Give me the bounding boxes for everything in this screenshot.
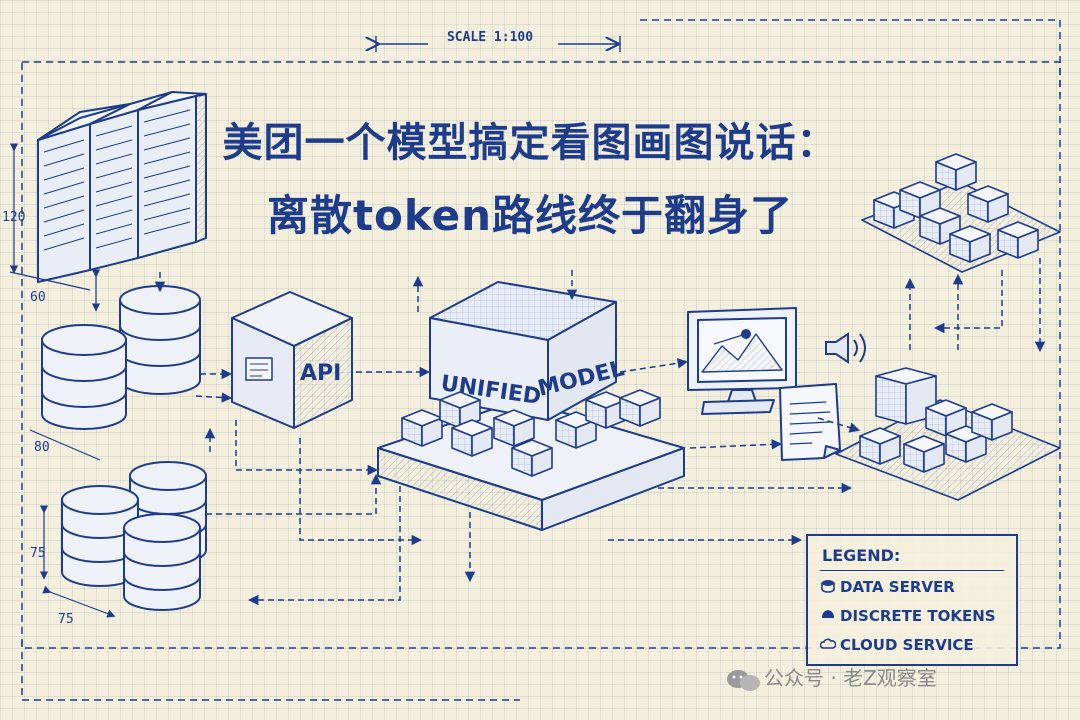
legend-box: LEGEND: DATA SERVER DISCRETE TOKENS CLOU… bbox=[806, 534, 1018, 666]
cloud-icon bbox=[819, 637, 840, 655]
dimension-db2-height: 75 bbox=[30, 546, 46, 561]
scale-bar bbox=[376, 36, 621, 52]
legend-label-cloud-service: CLOUD SERVICE bbox=[840, 636, 974, 654]
token-cubes-right bbox=[835, 367, 1061, 501]
legend-label-data-server: DATA SERVER bbox=[840, 578, 955, 596]
token-icon bbox=[820, 608, 840, 626]
token-cubes-top-right bbox=[861, 153, 1061, 273]
database-dimension-lines bbox=[29, 429, 116, 618]
legend-label-discrete-tokens: DISCRETE TOKENS bbox=[840, 607, 996, 625]
wechat-icon bbox=[724, 668, 764, 692]
rack-dimension-lines bbox=[9, 143, 101, 312]
speaker-icon bbox=[825, 332, 866, 364]
database-icon bbox=[820, 579, 840, 597]
server-rack-cluster bbox=[37, 91, 207, 283]
scale-label: SCALE 1:100 bbox=[446, 30, 534, 45]
border-frames bbox=[21, 19, 1061, 701]
legend-divider bbox=[820, 570, 1004, 571]
watermark: 公众号 · 老Z观察室 bbox=[724, 662, 937, 692]
api-gateway-box bbox=[231, 291, 353, 429]
connector-arrows bbox=[154, 258, 1046, 606]
dimension-db-width: 80 bbox=[34, 440, 50, 455]
title-line-1: 美团一个模型搞定看图画图说话： bbox=[222, 120, 838, 166]
legend-item-discrete-tokens: DISCRETE TOKENS bbox=[820, 607, 996, 626]
title-line-2: 离散token路线终于翻身了 bbox=[266, 191, 794, 240]
database-stack-upper bbox=[41, 285, 201, 430]
legend-item-data-server: DATA SERVER bbox=[820, 578, 955, 597]
legend-title: LEGEND: bbox=[822, 546, 901, 565]
dimension-rack-height: 120 bbox=[2, 210, 26, 225]
dimension-db2-width: 75 bbox=[58, 612, 74, 627]
dimension-rack-width: 60 bbox=[30, 290, 46, 305]
document-output bbox=[779, 383, 841, 461]
api-label: API bbox=[300, 361, 341, 386]
monitor-output bbox=[687, 307, 797, 415]
database-stack-lower bbox=[61, 461, 207, 611]
legend-item-cloud-service: CLOUD SERVICE bbox=[819, 636, 974, 655]
token-cubes-platform bbox=[401, 389, 661, 477]
watermark-text: 公众号 · 老Z观察室 bbox=[764, 666, 937, 690]
